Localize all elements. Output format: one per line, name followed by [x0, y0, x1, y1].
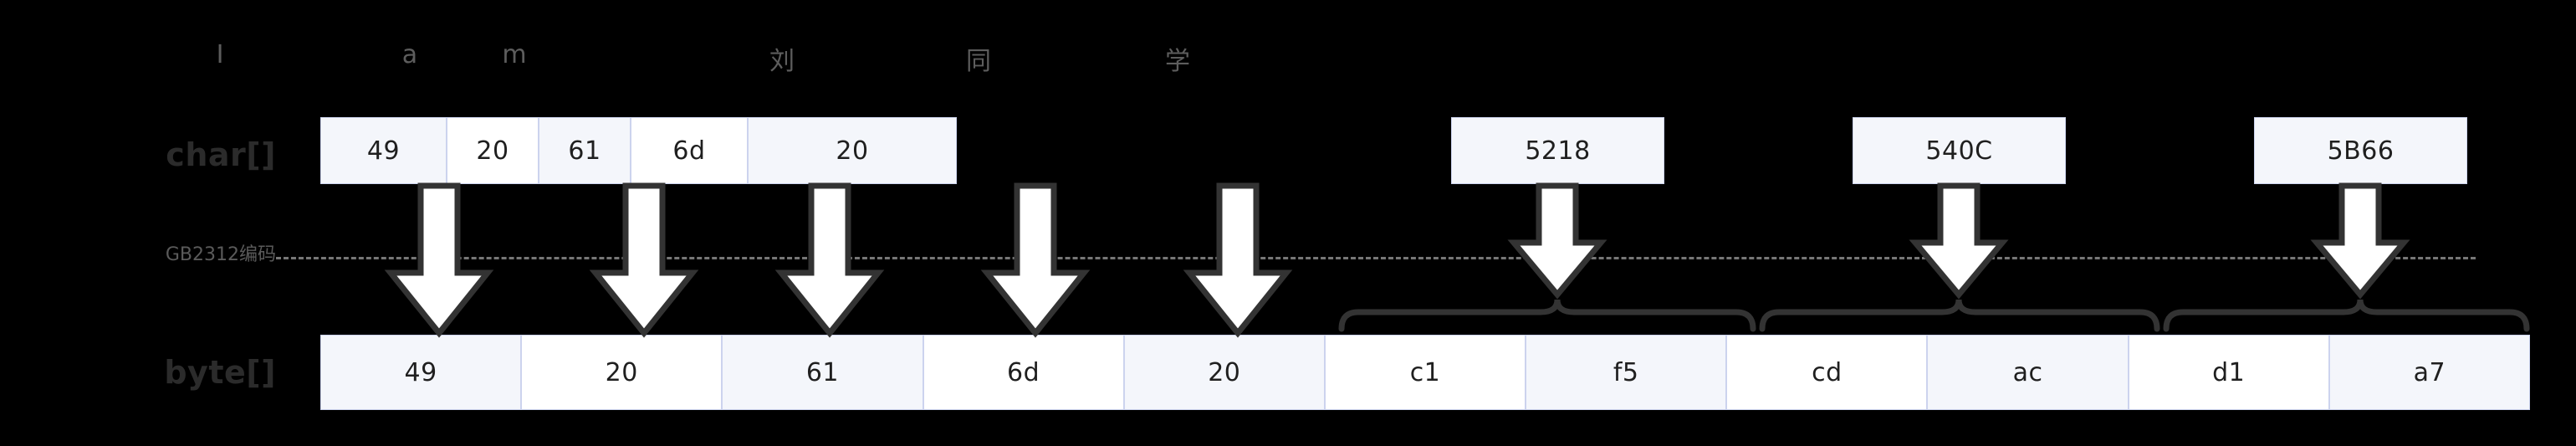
encoded-arrow-2: [2310, 182, 2410, 300]
ascii-arrow-4: [1183, 182, 1293, 338]
char-cell-3[interactable]: 6d: [631, 117, 748, 184]
byte-group-brace-0: [1338, 299, 1756, 332]
source-character-4: 同: [966, 47, 991, 76]
byte-cell-0[interactable]: 49: [320, 335, 522, 410]
encoding-boundary-dashed-line: [276, 257, 2476, 259]
source-character-2: m: [502, 40, 527, 69]
char-cell-5[interactable]: 5218: [1451, 117, 1664, 184]
byte-cell-3[interactable]: 6d: [923, 335, 1124, 410]
byte-cell-4[interactable]: 20: [1123, 335, 1325, 410]
char-array-row-label: char[]: [166, 136, 276, 173]
char-cell-2[interactable]: 61: [539, 117, 631, 184]
source-character-3: 刘: [769, 47, 795, 76]
ascii-arrow-1: [589, 182, 699, 338]
byte-array-row-label: byte[]: [164, 354, 276, 391]
byte-group-brace-2: [2163, 299, 2530, 332]
char-cell-7[interactable]: 5B66: [2254, 117, 2467, 184]
byte-cell-1[interactable]: 20: [521, 335, 723, 410]
byte-cell-7[interactable]: cd: [1726, 335, 1928, 410]
byte-cell-2[interactable]: 61: [722, 335, 923, 410]
ascii-arrow-3: [980, 182, 1091, 338]
char-cell-0[interactable]: 49: [320, 117, 447, 184]
char-cell-6[interactable]: 540C: [1853, 117, 2066, 184]
byte-cell-5[interactable]: c1: [1324, 335, 1526, 410]
byte-cell-6[interactable]: f5: [1526, 335, 1727, 410]
char-cell-1[interactable]: 20: [447, 117, 539, 184]
source-character-0: I: [216, 40, 224, 69]
byte-group-brace-1: [1759, 299, 2160, 332]
byte-cell-9[interactable]: d1: [2128, 335, 2329, 410]
char-cell-4[interactable]: 20: [748, 117, 957, 184]
encoding-label: GB2312编码: [165, 244, 276, 265]
byte-cell-10[interactable]: a7: [2328, 335, 2530, 410]
ascii-arrow-0: [384, 182, 494, 338]
source-character-5: 学: [1165, 47, 1190, 76]
encoded-arrow-0: [1507, 182, 1607, 300]
byte-cell-8[interactable]: ac: [1927, 335, 2129, 410]
encoded-arrow-1: [1909, 182, 2009, 300]
source-character-1: a: [401, 40, 418, 69]
ascii-arrow-2: [774, 182, 885, 338]
